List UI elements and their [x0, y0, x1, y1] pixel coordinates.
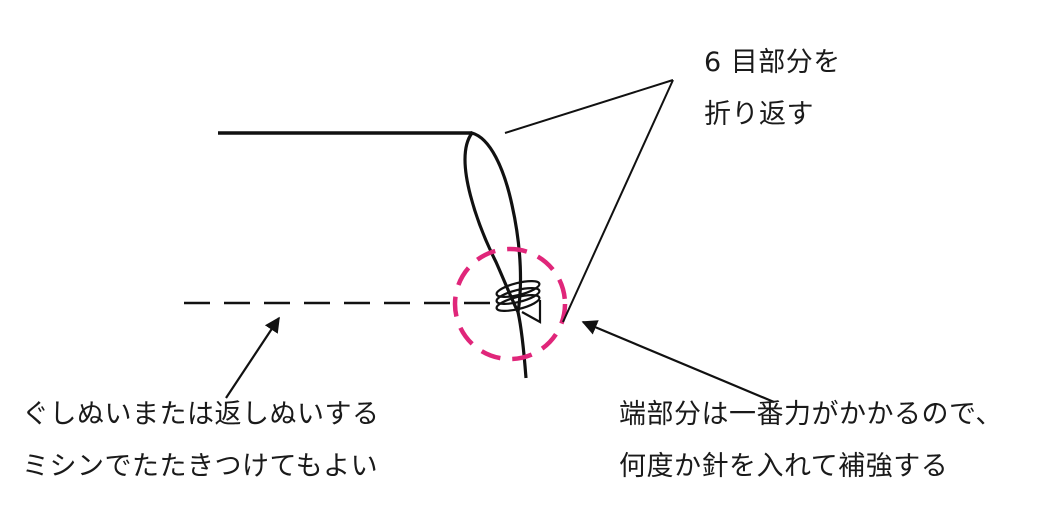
thread-tail [521, 300, 542, 324]
stitch-arrow [225, 316, 280, 399]
reinforcement-stitches [495, 280, 541, 312]
fold-label: 6 目部分を 折り返す [704, 37, 841, 141]
reinforce-label-line-1: 端部分は一番力がかかるので、 [619, 399, 1003, 430]
fold-label-line-2: 折り返す [704, 99, 814, 130]
fabric-lower-edge [516, 311, 528, 379]
fold-callout-line-1 [504, 79, 674, 134]
fold-label-line-1: 6 目部分を [704, 47, 841, 78]
stitch-label-line-2: ミシンでたたきつけてもよい [22, 451, 379, 482]
reinforce-label: 端部分は一番力がかかるので、 何度か針を入れて補強する [619, 389, 1003, 493]
reinforce-arrow [581, 320, 775, 404]
highlight-circle [452, 246, 568, 362]
stitch-label: ぐしぬいまたは返しぬいする ミシンでたたきつけてもよい [22, 389, 380, 493]
fold-callout-line-2 [562, 79, 674, 323]
reinforce-label-line-2: 何度か針を入れて補強する [619, 451, 949, 482]
stitch-label-line-1: ぐしぬいまたは返しぬいする [22, 399, 380, 430]
